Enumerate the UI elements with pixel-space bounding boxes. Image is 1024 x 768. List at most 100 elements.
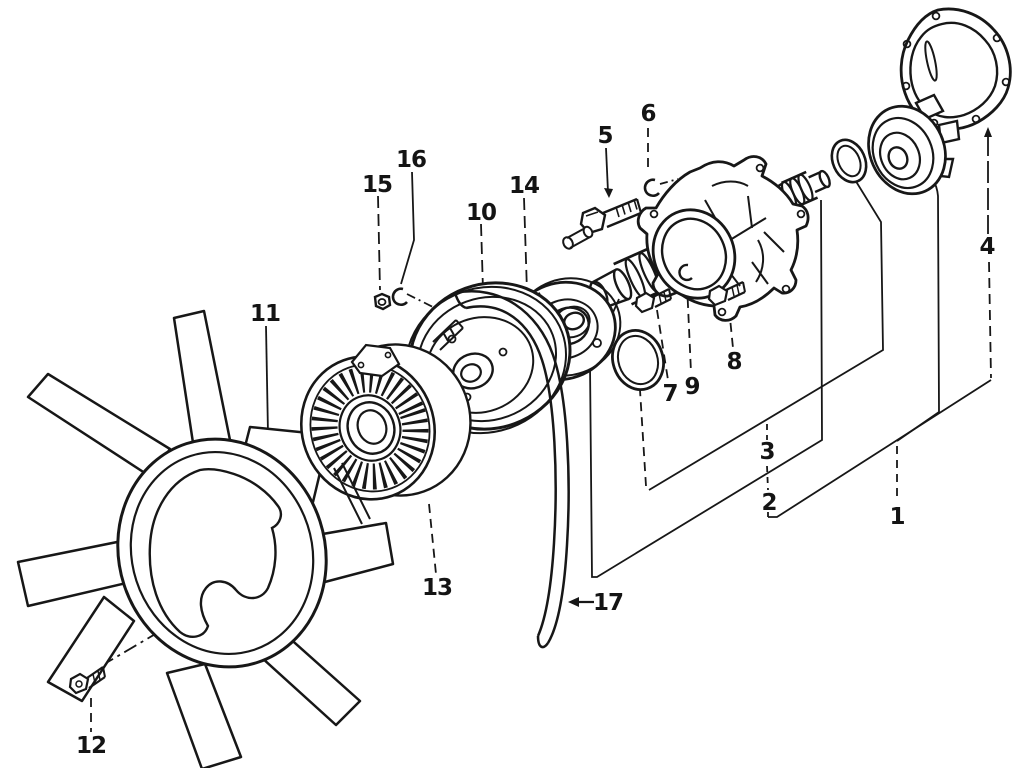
callout-7: 7: [662, 381, 677, 407]
bolt-8-head: [707, 284, 729, 307]
bolt-5-tip: [635, 198, 643, 214]
bolt-8-shank-top: [725, 281, 744, 291]
fan-blade: [46, 595, 136, 703]
belt-top-edge: [453, 292, 467, 310]
o-ring-inner: [616, 334, 660, 386]
callout-3: 3: [759, 439, 774, 465]
leader-line-13: [428, 503, 437, 575]
callout-9: 9: [684, 374, 699, 400]
callout-15: 15: [362, 172, 392, 198]
callout-12: 12: [76, 733, 106, 759]
coupling-hub-inner: [356, 409, 388, 445]
bolt-12-thread: [97, 670, 101, 681]
impeller-ring-inner: [878, 131, 922, 181]
gasket-slot: [924, 40, 938, 82]
leader-line-14: [523, 197, 528, 293]
leader-line-oring-dash: [639, 389, 647, 487]
bolt-5-shank-top: [602, 197, 638, 215]
leader-lines: [90, 127, 992, 732]
shaft-step: [612, 268, 633, 301]
coupling-fins: [311, 366, 429, 490]
seal-body-top: [780, 170, 807, 185]
fan-blade: [165, 662, 243, 768]
pulley-bore: [460, 363, 482, 383]
seal-ring-inner: [836, 144, 862, 178]
belt-inner-edge: [465, 305, 557, 637]
bolt-7-thread: [658, 293, 662, 304]
nut-15-body: [373, 292, 392, 311]
seal-cap-end: [818, 169, 831, 189]
coupling-shaft-hatch: [333, 462, 371, 525]
loose-stud-bottom: [569, 236, 591, 249]
bolt-8-thread: [731, 286, 735, 297]
leader-line-to-2: [768, 379, 992, 518]
leader-line-4-lower: [988, 261, 992, 379]
ring-cutout: [148, 468, 283, 638]
bolt-5-head-facet: [585, 211, 599, 217]
seal-ridge: [797, 173, 814, 202]
leader-line-10: [480, 223, 484, 291]
callout-6: 6: [640, 101, 655, 127]
callout-2: 2: [761, 490, 776, 516]
leader-line-16-dashdot: [406, 293, 448, 315]
leader-line-7: [656, 309, 669, 381]
arrowhead-5: [604, 188, 613, 198]
bolt-8: [707, 281, 746, 307]
coupling-shaft-stub: [432, 319, 464, 351]
callout-16: 16: [396, 147, 426, 173]
housing-webs: [704, 180, 785, 287]
coupling-fin-boundary: [309, 363, 431, 493]
leader-line-15: [377, 195, 381, 291]
bolt-8-shank-bottom: [727, 291, 746, 301]
leader-line-16: [400, 171, 415, 285]
leader-line-6-dashdot: [659, 178, 679, 185]
callout-1: 1: [889, 504, 904, 530]
leader-line-5: [605, 147, 609, 193]
housing-bolt-ears: [649, 163, 806, 317]
bolt-7-shank-top: [652, 288, 670, 298]
seal-ring: [830, 138, 868, 184]
bolt-12-head-facet: [75, 680, 83, 688]
shaft-small-top: [592, 268, 617, 284]
callout-17: 17: [593, 590, 623, 616]
bolt-7-head: [634, 291, 656, 314]
bolt-5-shank-bottom: [606, 211, 642, 229]
impeller-ring: [871, 116, 935, 190]
bolt-8-tip: [742, 281, 746, 293]
fan-center-ring: [116, 437, 328, 669]
leader-line-seal-set: [648, 169, 884, 491]
bolt-12-thread: [92, 673, 96, 684]
callout-8: 8: [726, 349, 741, 375]
bolt-7-thread: [663, 291, 667, 302]
pump-housing: [636, 155, 810, 322]
snap-ring-16: [391, 287, 408, 307]
impeller: [867, 93, 961, 196]
callout-13: 13: [422, 575, 452, 601]
loose-stud: [562, 225, 594, 250]
impeller-hub-bore: [887, 146, 909, 170]
o-ring-outer: [611, 329, 665, 391]
bolt-12-shank-top: [86, 666, 104, 679]
snap-ring-9: [678, 263, 693, 282]
bolt-8-thread: [736, 284, 740, 295]
dash-column-3-2: [766, 465, 769, 491]
gasket-inner-edge: [909, 21, 999, 119]
nut-15: [373, 292, 392, 311]
o-ring: [611, 329, 665, 391]
ring-inner-edge: [129, 450, 315, 656]
bolt-12: [68, 666, 106, 695]
bolt-12-tip: [102, 666, 106, 678]
bolt-7-tip: [668, 288, 672, 300]
coupling-bracket-hole: [384, 351, 392, 359]
callout-4: 4: [979, 234, 994, 260]
bolt-7: [634, 288, 672, 314]
callout-10: 10: [466, 200, 496, 226]
callout-5: 5: [597, 123, 612, 149]
snap-ring-6: [643, 178, 660, 198]
leader-line-11: [265, 325, 269, 435]
housing-bore-inner: [660, 217, 728, 291]
bolt-12-shank-bottom: [88, 676, 106, 689]
callout-14: 14: [509, 173, 539, 199]
